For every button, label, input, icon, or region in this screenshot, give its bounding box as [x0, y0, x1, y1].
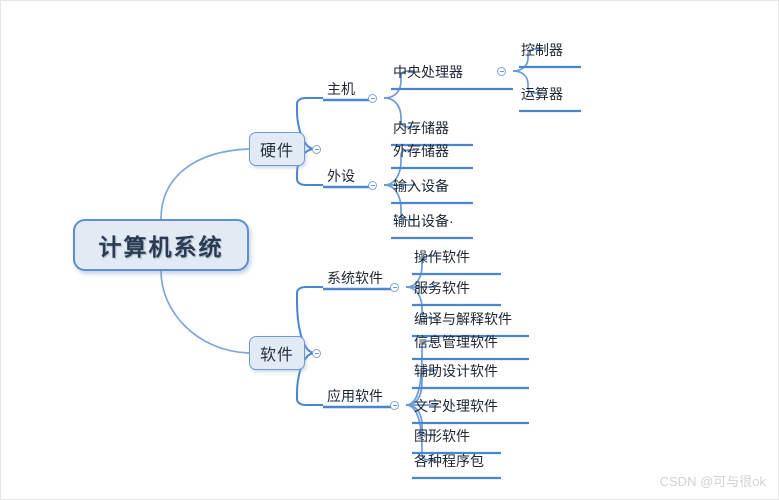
edge-host-cpu	[383, 70, 415, 99]
leaf-cpu[interactable]: 中央处理器	[393, 64, 463, 80]
edge-system-operating	[405, 255, 436, 288]
edge-app-cad	[405, 369, 436, 406]
root-node[interactable]: 计算机系统	[73, 219, 249, 271]
leaf-controller[interactable]: 控制器	[521, 42, 563, 58]
root-node-label: 计算机系统	[98, 234, 224, 260]
leaf-cad-software[interactable]: 辅助设计软件	[414, 363, 498, 379]
minus-circle-icon-system-software[interactable]	[390, 283, 399, 292]
watermark-text: CSDN @可与很ok	[659, 474, 766, 489]
edge-root-hardware	[160, 148, 250, 220]
leaf-info-management-software[interactable]: 信息管理软件	[414, 334, 498, 350]
node-application-software[interactable]: 应用软件	[327, 388, 383, 404]
edge-cpu-alu	[512, 70, 542, 94]
edge-app-info	[405, 340, 436, 406]
edge-app-graphics	[405, 404, 436, 436]
branch-node-hardware-label: 硬件	[259, 143, 294, 160]
leaf-program-packages[interactable]: 各种程序包	[414, 453, 484, 469]
leaf-alu[interactable]: 运算器	[521, 86, 563, 102]
leaf-output-device[interactable]: 输出设备·	[393, 213, 454, 229]
minus-circle-icon-software[interactable]	[312, 349, 321, 358]
edge-peripheral-output	[383, 184, 415, 221]
edge-cpu-controller	[512, 48, 542, 72]
edge-peripheral-ext-storage	[383, 149, 415, 186]
minus-circle-icon-application-software[interactable]	[390, 401, 399, 410]
leaf-input-device[interactable]: 输入设备	[393, 178, 449, 194]
branch-node-software-label: 软件	[259, 347, 294, 364]
leaf-memory[interactable]: 内存储器	[393, 120, 449, 136]
branch-node-hardware[interactable]: 硬件	[249, 132, 305, 166]
leaf-operating-software[interactable]: 操作软件	[414, 249, 470, 265]
edge-app-packages	[405, 404, 436, 461]
leaf-word-processing-software[interactable]: 文字处理软件	[414, 398, 498, 414]
node-system-software[interactable]: 系统软件	[327, 270, 383, 286]
leaf-service-software[interactable]: 服务软件	[414, 280, 470, 296]
minus-circle-icon-cpu[interactable]	[497, 67, 506, 76]
edge-system-compiler	[405, 286, 436, 319]
minus-circle-icon-peripheral[interactable]	[368, 181, 377, 190]
leaf-compiler-software[interactable]: 编译与解释软件	[414, 311, 512, 327]
branch-node-software[interactable]: 软件	[249, 336, 305, 370]
node-host[interactable]: 主机	[327, 81, 355, 97]
minus-circle-icon-host[interactable]	[368, 94, 377, 103]
node-peripheral[interactable]: 外设	[327, 168, 355, 184]
leaf-graphics-software[interactable]: 图形软件	[414, 428, 470, 444]
edge-host-memory	[383, 97, 415, 128]
minus-circle-icon-hardware[interactable]	[312, 145, 321, 154]
leaf-external-storage[interactable]: 外存储器	[393, 143, 449, 159]
edge-root-software	[160, 270, 250, 354]
